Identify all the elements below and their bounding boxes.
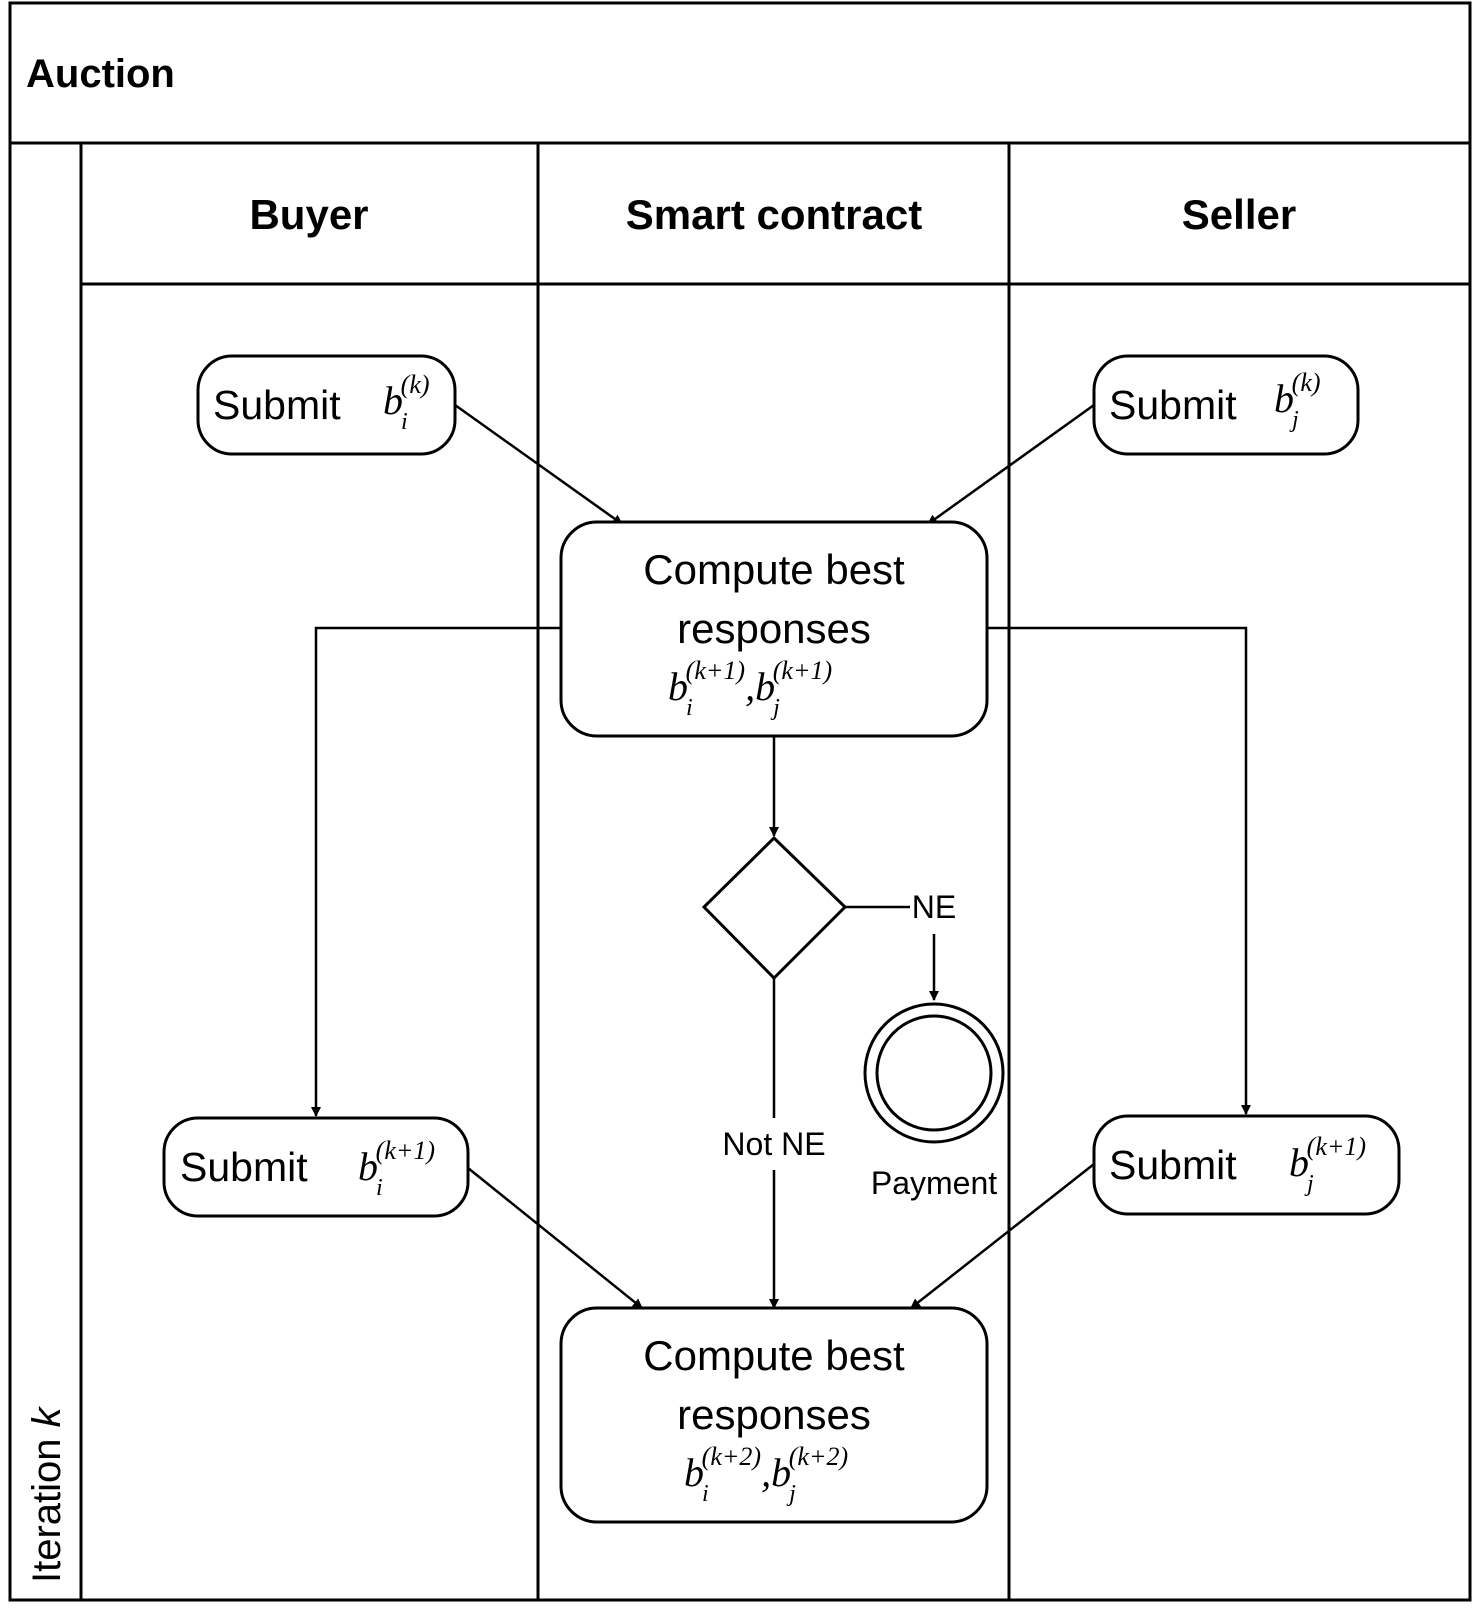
lane-header-smart-contract: Smart contract: [626, 191, 922, 238]
edge-label-ne: NE: [912, 889, 956, 925]
buyer-submit-k-math: bi(k): [383, 370, 430, 435]
compute-2-math: bi(k+2),bj(k+2): [684, 1442, 848, 1507]
buyer-submit-k1-label: Submit: [180, 1144, 308, 1190]
connectors: [311, 403, 1251, 1309]
edge-compute-1-to-buyer-submit-2: [311, 626, 561, 1117]
buyer-submit-k1-task: Submit bi(k+1): [162, 1116, 470, 1218]
compute-2-line2: responses: [677, 1391, 871, 1438]
compute-1-line1: Compute best: [643, 546, 905, 593]
pool: [8, 1, 1472, 1602]
compute-1-math: bi(k+1),bj(k+1): [668, 656, 832, 721]
compute-best-responses-k2-task: Compute best responses bi(k+2),bj(k+2): [559, 1306, 989, 1524]
seller-submit-k-label: Submit: [1109, 382, 1237, 428]
edge-seller-submit-1-to-compute-1: [927, 403, 1095, 526]
compute-1-line2: responses: [677, 605, 871, 652]
compute-best-responses-k1-task: Compute best responses bi(k+1),bj(k+1): [559, 520, 989, 738]
decision-gateway: [701, 835, 848, 981]
seller-submit-k-math: bj(k): [1274, 368, 1321, 433]
payment-label: Payment: [871, 1165, 997, 1201]
edge-label-not-ne: Not NE: [722, 1126, 825, 1162]
lane-header-buyer: Buyer: [249, 191, 368, 238]
buyer-submit-k-task: Submit bi(k): [196, 354, 457, 456]
payment-end-event: [863, 1002, 1005, 1144]
buyer-submit-k-label: Submit: [213, 382, 341, 428]
seller-submit-k-task: Submit bj(k): [1092, 354, 1360, 456]
edge-compute-1-to-seller-submit-2: [987, 626, 1251, 1115]
lane-header-seller: Seller: [1182, 191, 1296, 238]
edge-buyer-submit-2-to-compute-2: [467, 1167, 643, 1309]
edge-buyer-submit-1-to-compute-1: [454, 403, 623, 526]
pool-border: [8, 1, 1472, 1602]
seller-submit-k1-task: Submit bj(k+1): [1092, 1114, 1401, 1216]
pool-title: Auction: [26, 52, 175, 96]
lane-label-iteration: Iteration k: [25, 1405, 69, 1583]
compute-2-line1: Compute best: [643, 1332, 905, 1379]
buyer-submit-k1-math: bi(k+1): [358, 1136, 435, 1201]
seller-submit-k1-label: Submit: [1109, 1142, 1237, 1188]
seller-submit-k1-math: bj(k+1): [1289, 1132, 1366, 1197]
edge-seller-submit-2-to-compute-2: [910, 1163, 1095, 1309]
